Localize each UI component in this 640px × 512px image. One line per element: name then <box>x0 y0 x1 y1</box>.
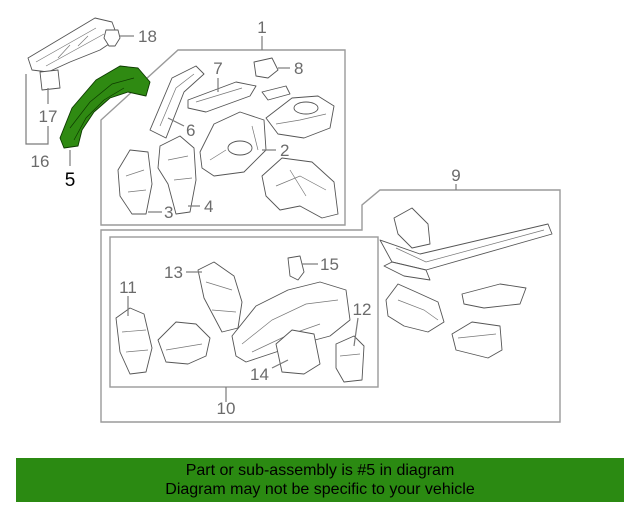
callout-13: 13 <box>164 263 183 282</box>
callout-12: 12 <box>353 300 372 319</box>
info-banner: Part or sub-assembly is #5 in diagram Di… <box>16 458 624 502</box>
group-10-parts-drawing <box>115 255 365 383</box>
banner-line-1: Part or sub-assembly is #5 in diagram <box>185 462 455 479</box>
group-1-parts-drawing <box>117 57 339 219</box>
callout-17: 17 <box>39 107 58 126</box>
callout-3: 3 <box>164 203 173 222</box>
banner-line-2: Diagram may not be specific to your vehi… <box>165 481 475 498</box>
callout-4: 4 <box>204 197 213 216</box>
callout-14: 14 <box>250 365 269 384</box>
group-1-box <box>100 49 346 226</box>
callout-2: 2 <box>280 141 289 160</box>
parts-diagram: 1 2 3 4 5 6 7 8 9 10 11 12 13 14 15 16 1… <box>25 17 561 423</box>
callout-1: 1 <box>257 18 266 37</box>
callout-5: 5 <box>65 170 76 191</box>
callout-8: 8 <box>294 59 303 78</box>
callout-7: 7 <box>213 59 222 78</box>
callout-18: 18 <box>138 27 157 46</box>
group-9-parts-drawing <box>379 207 553 359</box>
callout-16: 16 <box>31 152 50 171</box>
clip-18-drawing <box>103 29 121 47</box>
leader-lines <box>25 35 457 402</box>
callout-15: 15 <box>320 255 339 274</box>
callout-11: 11 <box>119 278 137 297</box>
apron-assembly-drawing <box>27 17 119 91</box>
wheelhouse-part-5[interactable] <box>59 65 151 149</box>
group-10-box <box>109 236 379 388</box>
callout-10: 10 <box>217 399 236 418</box>
callout-6: 6 <box>186 121 195 140</box>
callout-9: 9 <box>451 166 460 185</box>
group-9-box <box>100 189 561 423</box>
